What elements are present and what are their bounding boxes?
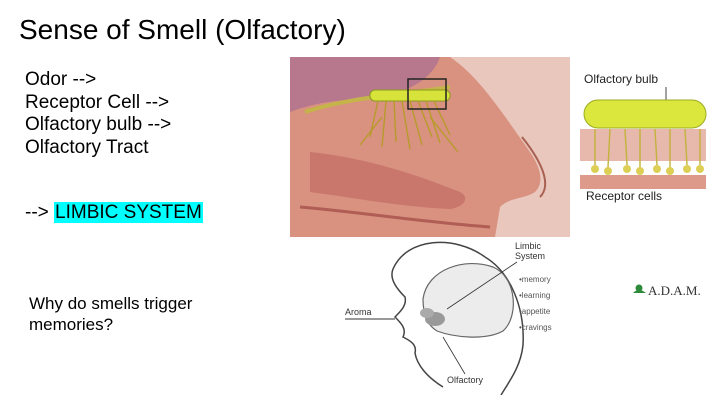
pathway-list: Odor --> Receptor Cell --> Olfactory bul… xyxy=(25,69,171,159)
function-item: •learning xyxy=(519,291,550,300)
nasal-anatomy-illustration: Olfactory bulb Receptor cells xyxy=(290,57,707,237)
slide-title: Sense of Smell (Olfactory) xyxy=(19,14,346,45)
function-item: •memory xyxy=(519,275,551,284)
pathway-step: Receptor Cell --> xyxy=(25,91,170,113)
limbic-system-highlight: LIMBIC SYSTEM xyxy=(54,202,203,223)
olfactory-label: Olfactory xyxy=(447,375,484,385)
function-item: •cravings xyxy=(519,323,552,332)
inset-label-receptor-cells: Receptor cells xyxy=(586,189,662,203)
limbic-label-line1: Limbic xyxy=(515,241,542,251)
pathway-step: Olfactory bulb --> xyxy=(25,114,172,135)
pathway-step: Odor --> xyxy=(25,69,97,90)
limbic-system-illustration: Aroma Olfactory Limbic System •memory •l… xyxy=(335,237,570,395)
question-text: Why do smells trigger memories? xyxy=(29,294,193,334)
function-item: •appetite xyxy=(519,307,551,316)
pathway-step: Olfactory Tract xyxy=(25,136,149,158)
logo-text: A.D.A.M. xyxy=(648,283,701,298)
limbic-label-line2: System xyxy=(515,251,545,261)
adam-logo: A.D.A.M. xyxy=(633,283,701,298)
arrow-prefix: --> xyxy=(25,202,55,223)
inset-label-olfactory-bulb: Olfactory bulb xyxy=(584,72,658,86)
limbic-line: --> LIMBIC SYSTEM xyxy=(25,202,203,224)
aroma-label: Aroma xyxy=(345,307,372,317)
